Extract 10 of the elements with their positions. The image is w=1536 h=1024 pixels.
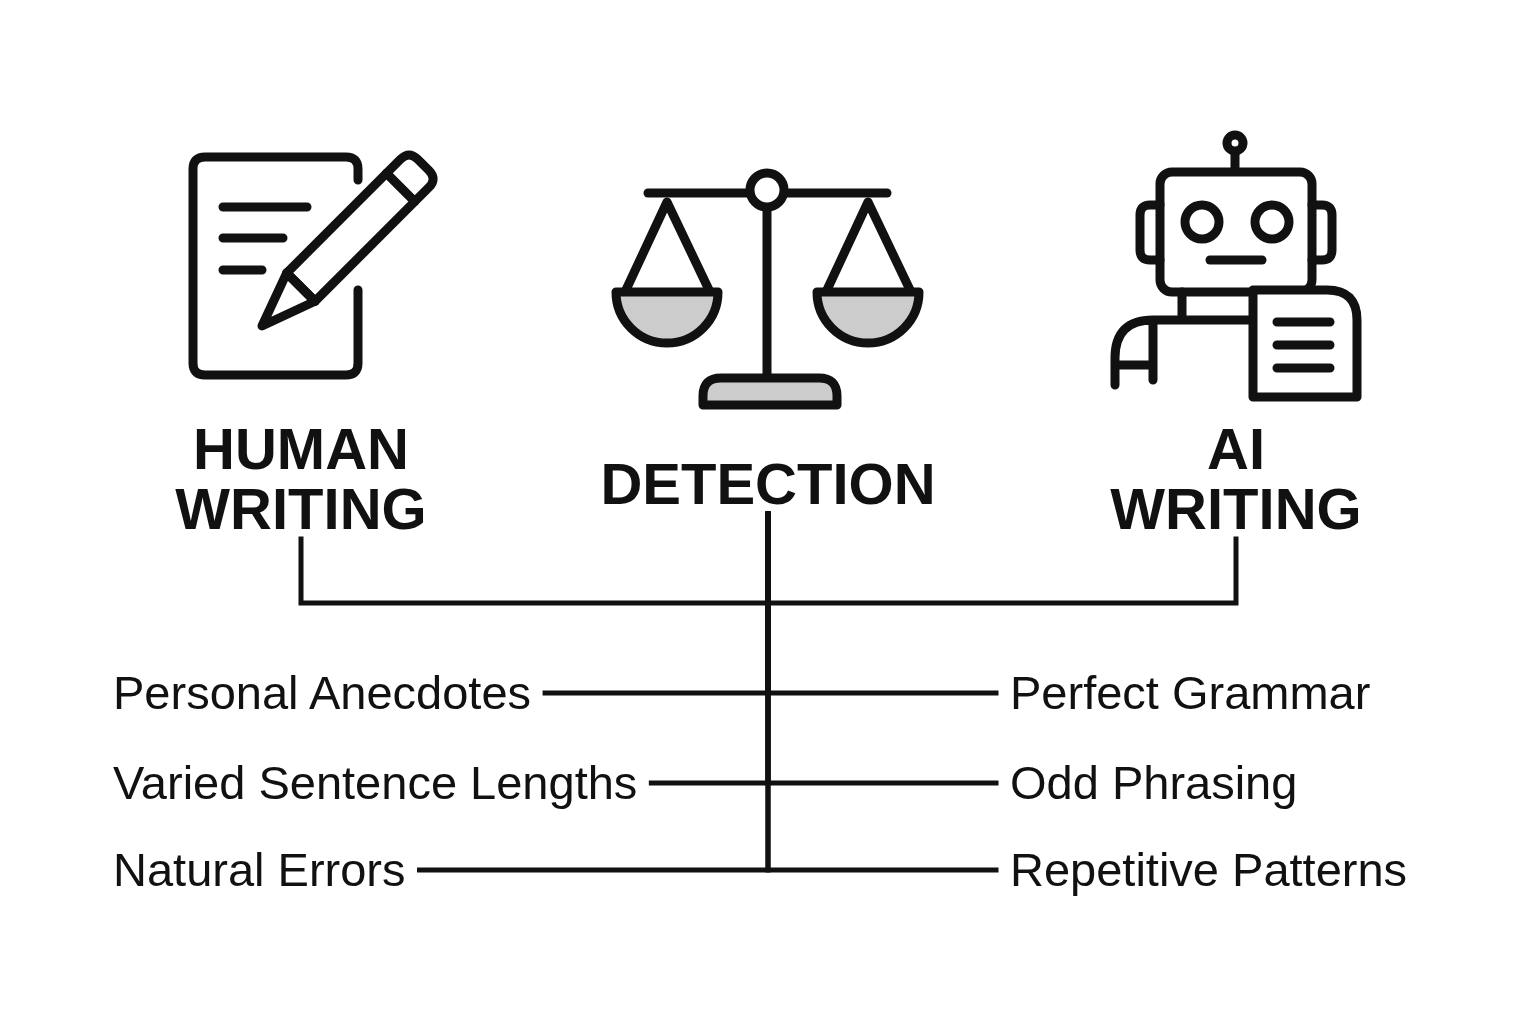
heading: AI WRITING [1110, 419, 1362, 539]
trait-label: Varied Sentence Lengths [99, 755, 652, 811]
trait-label: Repetitive Patterns [996, 842, 1422, 898]
heading: DETECTION [600, 454, 936, 514]
trait-label: Personal Anecdotes [99, 665, 546, 721]
connector-line [765, 511, 999, 873]
trait-label: Perfect Grammar [996, 665, 1385, 721]
heading: HUMAN WRITING [175, 419, 427, 539]
trait-label: Odd Phrasing [996, 755, 1312, 811]
trait-label: Natural Errors [99, 842, 420, 898]
